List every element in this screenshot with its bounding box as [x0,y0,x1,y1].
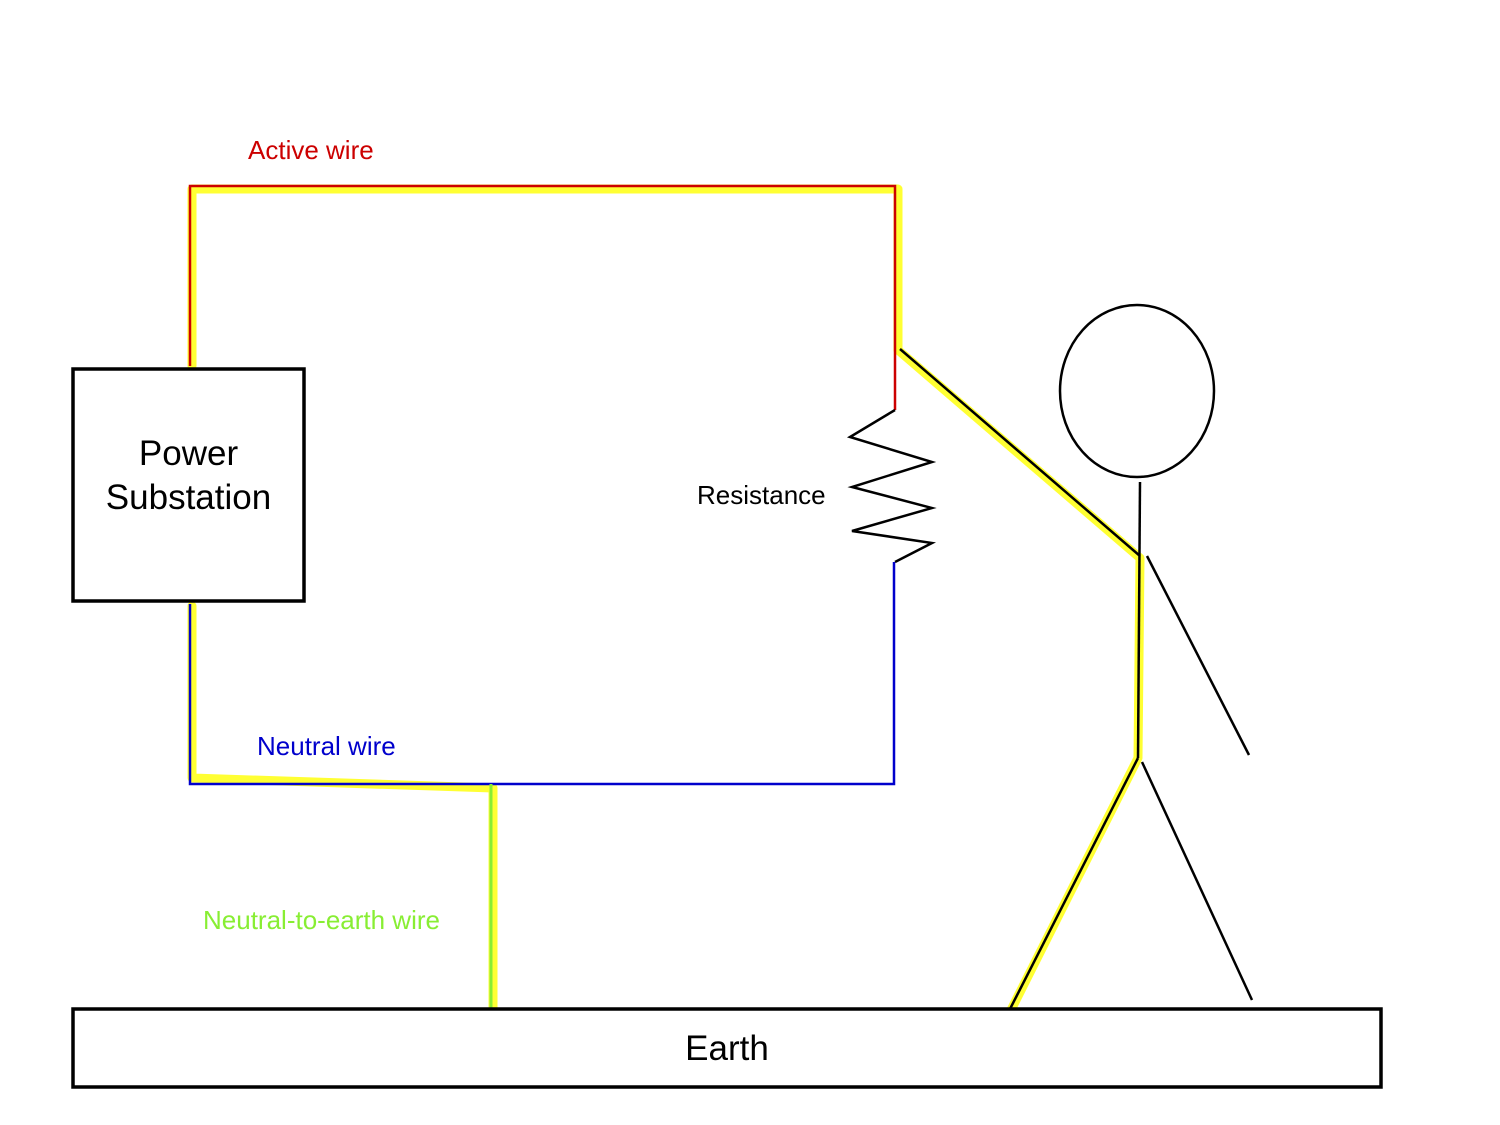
person-arm-touching-wire [899,348,1141,557]
power-substation-label-line2: Substation [106,478,271,517]
earth-box [71,1007,1383,1089]
person-arm-right [1145,555,1251,756]
neutral-to-earth-wire-label: Neutral-to-earth wire [203,905,440,935]
power-substation-label-line1: Power [139,434,239,473]
person-leg-right [1140,761,1254,1001]
person-figure [899,303,1254,1010]
neutral-wire [188,562,896,786]
neutral-wire-label: Neutral wire [257,731,396,761]
person-head [1058,303,1216,479]
resistor-symbol [846,408,937,564]
highlight-active-segment [187,184,1145,1017]
active-wire [188,184,897,410]
person-leg-left [1008,757,1140,1010]
current-path-highlight [187,184,1145,1017]
power-substation-box [71,367,306,603]
earth-label: Earth [685,1029,769,1068]
person-body [1136,481,1142,759]
resistance-label: Resistance [697,480,826,510]
active-wire-label: Active wire [248,135,374,165]
